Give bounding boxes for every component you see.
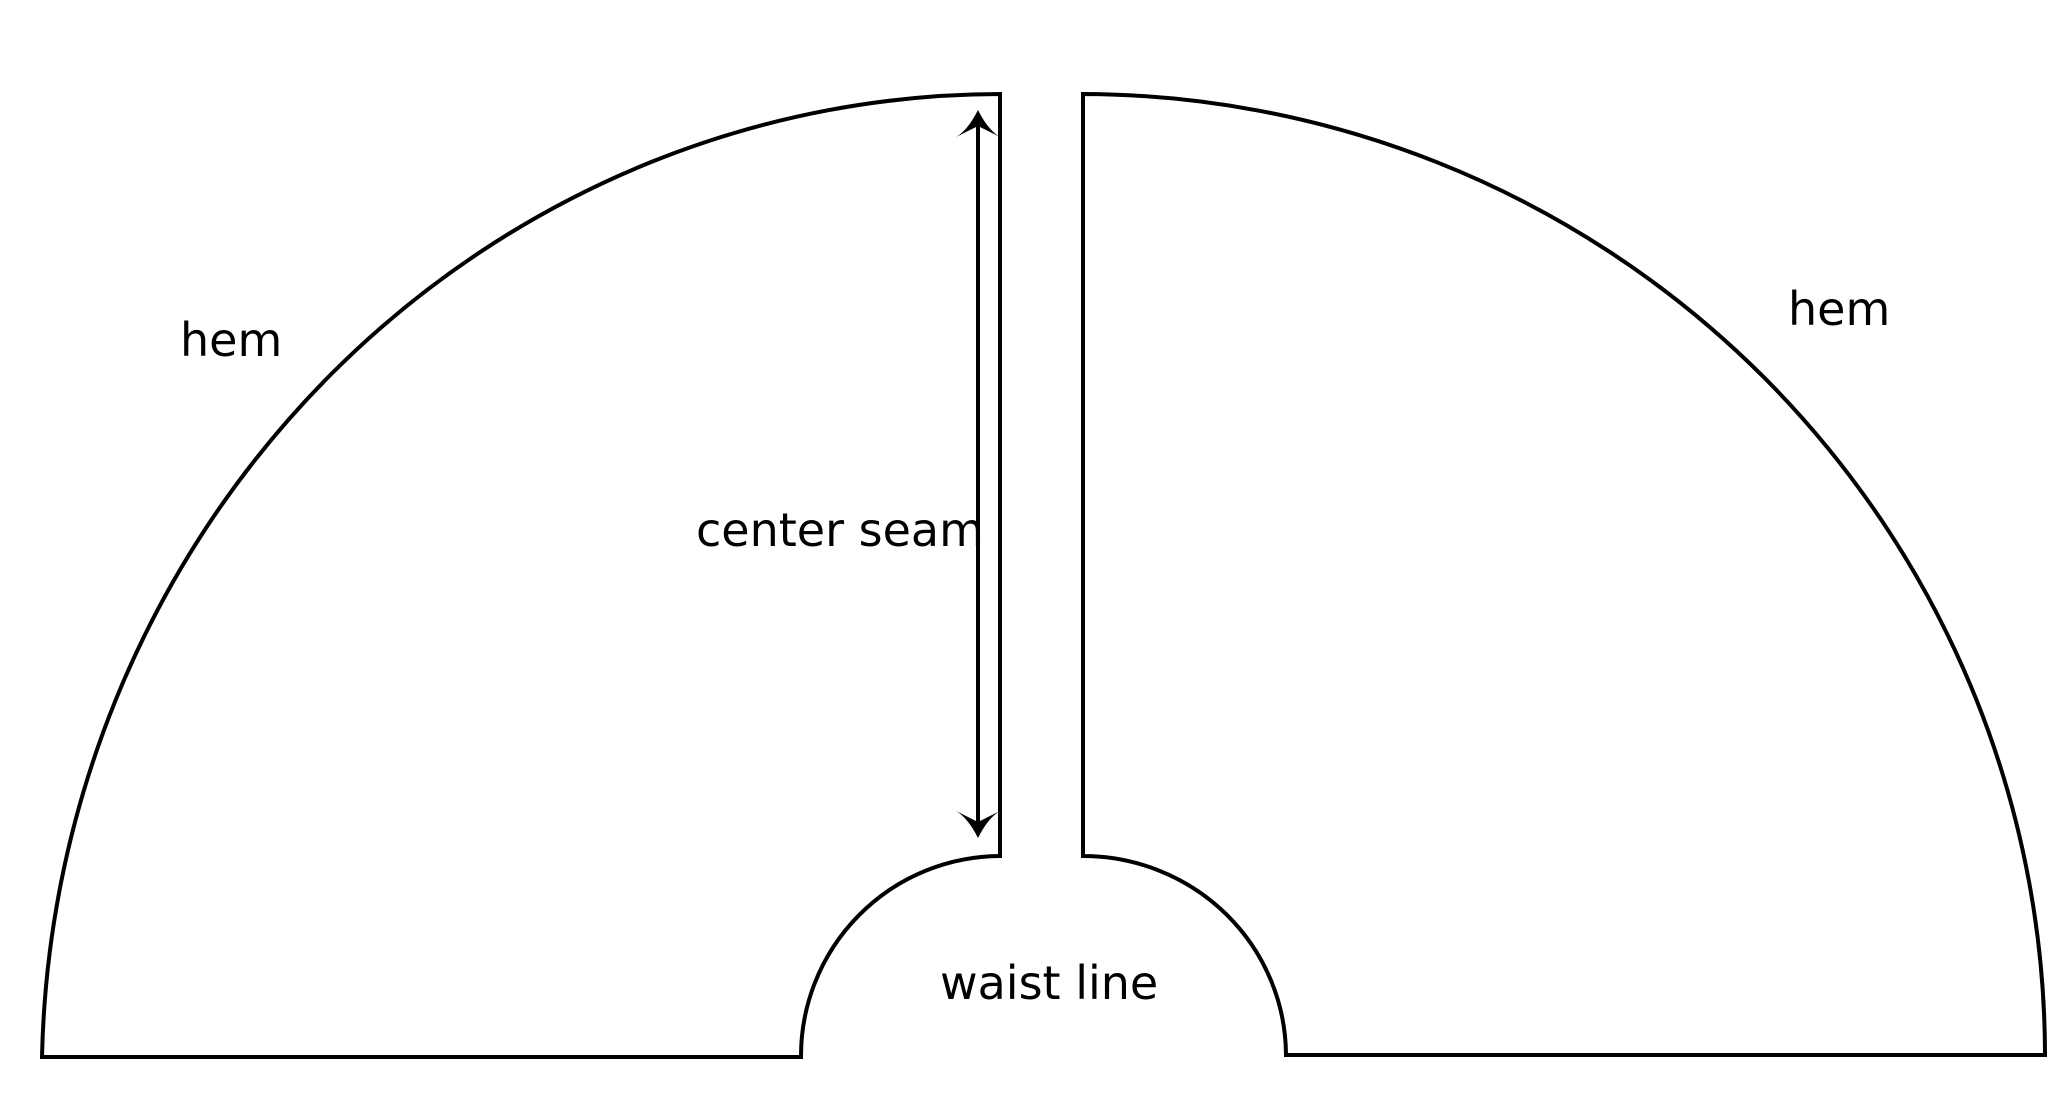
hem-label-right: hem xyxy=(1788,282,1890,336)
left-skirt-panel xyxy=(39,91,1002,1059)
center-seam-arrow-head-bottom xyxy=(956,811,1000,838)
center-seam-arrow-head-top xyxy=(956,110,1000,137)
center-seam-label: center seam xyxy=(696,503,984,557)
waist-line-label: waist line xyxy=(940,956,1158,1010)
hem-label-left: hem xyxy=(180,313,282,367)
right-skirt-panel xyxy=(1081,91,2048,1057)
center-seam-arrow xyxy=(956,110,1000,838)
